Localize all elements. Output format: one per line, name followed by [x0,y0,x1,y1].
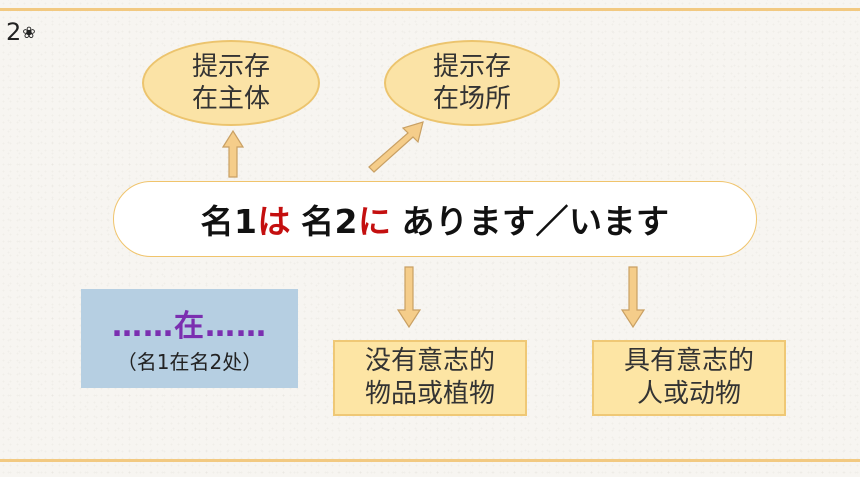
meaning-sub: （名1在名2处） [116,350,263,374]
verb-forms: あります／います [401,202,670,241]
meaning-box: ……在…… （名1在名2处） [81,289,298,388]
slide-number: 2❀ [6,18,36,47]
box-living-line2: 人或动物 [636,379,741,409]
noun-1: 名1 [200,202,258,241]
arrow-down-living [620,266,646,329]
particle-wa: は [257,202,291,241]
ellipse-subject-line1: 提示存 [191,52,270,82]
particle-ni: に [357,202,392,241]
ellipse-location-line2: 在场所 [432,84,511,114]
box-objects: 没有意志的 物品或植物 [333,340,527,416]
meaning-main: ……在…… [112,309,267,344]
box-living-line1: 具有意志的 [623,346,754,376]
ellipse-subject-line2: 在主体 [191,84,270,114]
box-living: 具有意志的 人或动物 [592,340,786,416]
arrow-down-objects [396,266,422,329]
box-objects-line1: 没有意志的 [364,346,495,376]
ellipse-location-line1: 提示存 [432,52,511,82]
box-objects-line2: 物品或植物 [364,379,495,409]
bottom-rule [0,459,860,462]
noun-2: 名2 [301,202,358,241]
ellipse-subject: 提示存 在主体 [142,40,320,126]
top-rule [0,8,860,11]
slide-number-text: 2 [6,18,22,46]
arrow-diagonal-location [368,121,424,173]
flower-icon: ❀ [22,23,36,42]
arrow-up-subject [221,129,245,178]
ellipse-location: 提示存 在场所 [384,40,560,126]
